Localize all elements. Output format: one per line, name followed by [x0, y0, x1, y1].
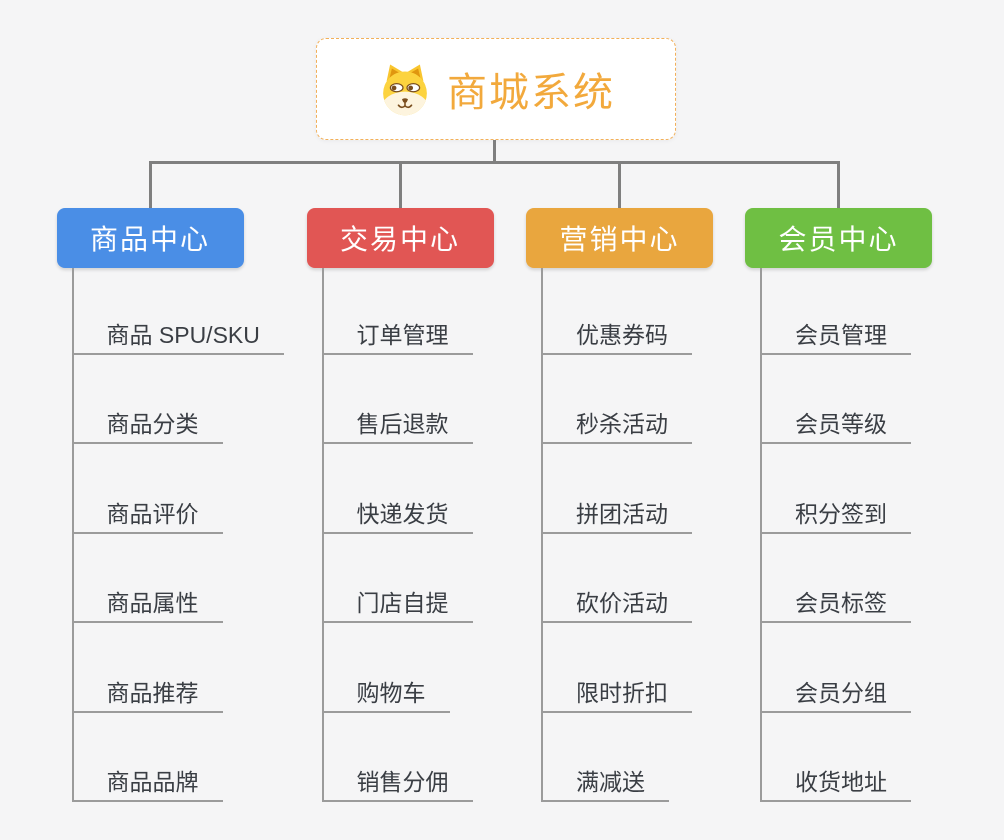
root-node-title: 商城系统	[447, 71, 615, 115]
child-topic[interactable]: 售后退款	[321, 411, 473, 444]
child-topic[interactable]: 商品品牌	[71, 769, 223, 802]
child-topic[interactable]: 快递发货	[321, 501, 473, 534]
child-topic[interactable]: 商品评价	[71, 501, 223, 534]
child-topic[interactable]: 销售分佣	[321, 769, 473, 802]
child-topic[interactable]: 商品推荐	[71, 680, 223, 713]
child-topic[interactable]: 购物车	[321, 680, 450, 713]
child-topic[interactable]: 门店自提	[321, 590, 473, 623]
branch-node-4[interactable]: 会员中心	[745, 208, 932, 268]
connector-root-stem	[493, 140, 496, 163]
child-topic[interactable]: 秒杀活动	[541, 411, 692, 444]
child-topic[interactable]: 会员标签	[760, 590, 911, 623]
child-topic[interactable]: 收货地址	[760, 769, 911, 802]
dog-face-icon	[383, 64, 427, 116]
branch-child-spine	[541, 268, 543, 802]
child-topic[interactable]: 砍价活动	[541, 590, 692, 623]
root-node-mall-system[interactable]: 商城系统	[316, 38, 676, 140]
connector-branch-drop	[618, 163, 621, 208]
child-topic[interactable]: 商品属性	[71, 590, 223, 623]
branch-node-2[interactable]: 交易中心	[306, 208, 494, 268]
child-topic[interactable]: 积分签到	[760, 501, 911, 534]
branch-child-spine	[760, 268, 762, 802]
child-topic[interactable]: 满减送	[541, 769, 669, 802]
branch-child-spine	[71, 268, 74, 802]
branch-child-spine	[321, 268, 324, 802]
child-topic[interactable]: 限时折扣	[541, 680, 692, 713]
branch-node-3[interactable]: 营销中心	[526, 208, 713, 268]
child-topic[interactable]: 订单管理	[321, 322, 473, 355]
child-topic[interactable]: 商品分类	[71, 411, 223, 444]
branch-node-1[interactable]: 商品中心	[56, 208, 244, 268]
connector-branch-drop	[148, 163, 152, 208]
child-topic[interactable]: 优惠券码	[541, 322, 692, 355]
child-topic[interactable]: 拼团活动	[541, 501, 692, 534]
child-topic[interactable]: 会员分组	[760, 680, 911, 713]
child-topic[interactable]: 商品 SPU/SKU	[71, 322, 284, 355]
connector-rail	[148, 161, 840, 164]
connector-branch-drop	[398, 163, 402, 208]
child-topic[interactable]: 会员管理	[760, 322, 911, 355]
connector-branch-drop	[837, 163, 840, 208]
child-topic[interactable]: 会员等级	[760, 411, 911, 444]
